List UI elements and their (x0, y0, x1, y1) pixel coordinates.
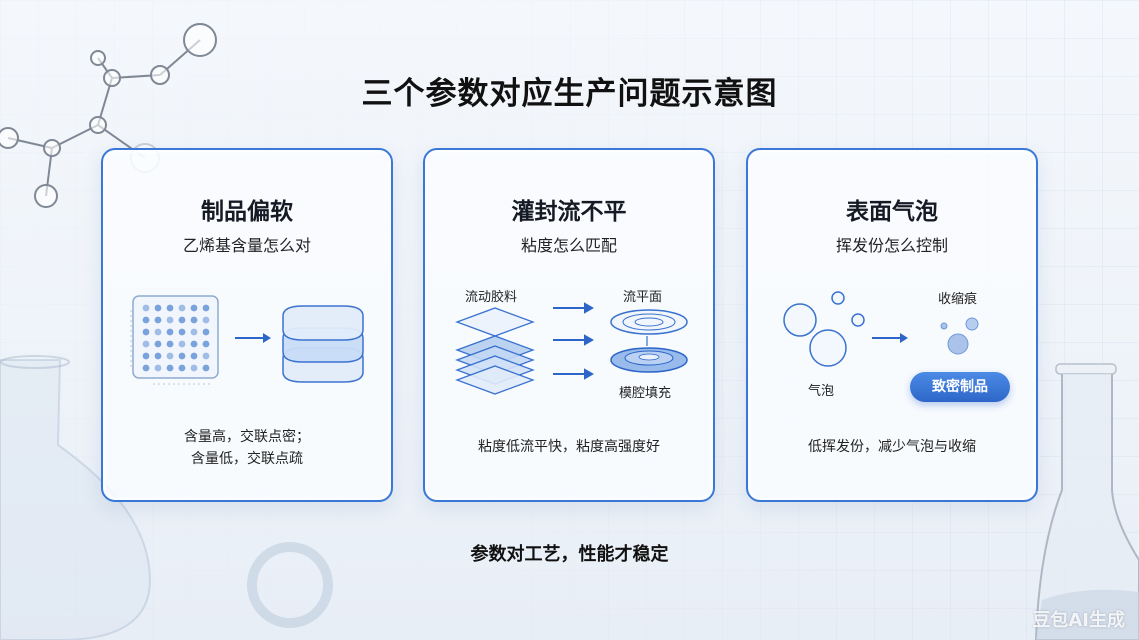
crosslink-diagram (130, 295, 364, 385)
glass-ring-decoration (247, 542, 333, 628)
card-description: 粘度低流平快，粘度高强度好 (425, 436, 713, 458)
watermark: 豆包AI生成 (1032, 610, 1125, 631)
stacked-layers-icon (455, 307, 535, 395)
shrink-bubbles-icon (940, 317, 979, 355)
crosslink-dot (154, 340, 162, 348)
card-subtitle: 乙烯基含量怎么对 (182, 236, 311, 255)
crosslink-dot (154, 304, 162, 312)
crosslink-dot (154, 364, 162, 372)
crosslink-dot (202, 364, 210, 372)
crosslink-dot (178, 328, 186, 336)
flask-decoration-left (0, 355, 152, 640)
crosslink-dot (166, 352, 174, 360)
layered-cushion-icon (282, 305, 364, 383)
crosslink-dot (166, 316, 174, 324)
description-line: 含量高，交联点密； (184, 429, 310, 445)
crosslink-dot (166, 364, 174, 372)
crosslink-dot (178, 340, 186, 348)
crosslink-dot (142, 364, 150, 372)
crosslink-dot (202, 304, 210, 312)
crosslink-dot (178, 364, 186, 372)
crosslink-dot (154, 328, 162, 336)
crosslink-dot (142, 316, 150, 324)
crosslink-dot (190, 352, 198, 360)
card-subtitle: 挥发份怎么控制 (835, 236, 948, 255)
card-uneven-potting: 灌封流不平 粘度怎么匹配 流动胶料 流平面 模腔填充 粘度低流平快，粘度 (423, 148, 715, 502)
description-line: 粘度低流平快，粘度高强度好 (478, 439, 660, 455)
crosslink-dot (190, 340, 198, 348)
card-description: 含量高，交联点密； 含量低，交联点疏 (103, 426, 391, 470)
molecule-decoration (0, 23, 217, 208)
card-soft-product: 制品偏软 乙烯基含量怎么对 含量高，交联点密； 含量低，交联点疏 (101, 148, 393, 502)
label-level-surface: 流平面 (623, 290, 663, 305)
crosslink-dot (142, 304, 150, 312)
crosslink-dot (202, 328, 210, 336)
card-title: 灌封流不平 (511, 199, 627, 225)
crosslink-dot (166, 340, 174, 348)
card-description: 低挥发份，减少气泡与收缩 (748, 436, 1036, 458)
card-surface-bubbles: 表面气泡 挥发份怎么控制 收缩痕 气泡 致密制品 低挥发份，减少气泡与收缩 (746, 148, 1038, 502)
cavity-fill-icon (610, 347, 688, 373)
footer-summary: 参数对工艺，性能才稳定 (470, 544, 669, 565)
crosslink-dot (142, 352, 150, 360)
flow-arrows (553, 302, 595, 380)
crosslink-dot (190, 304, 198, 312)
crosslink-dot (190, 328, 198, 336)
label-flowing-compound: 流动胶料 (465, 290, 518, 305)
crosslink-dot (202, 352, 210, 360)
crosslink-dot (202, 340, 210, 348)
crosslink-dot (154, 352, 162, 360)
arrow-head (900, 333, 908, 343)
label-shrink-mark: 收缩痕 (938, 292, 978, 307)
card-title: 表面气泡 (846, 199, 938, 225)
crosslink-dot (142, 328, 150, 336)
page-title: 三个参数对应生产问题示意图 (361, 76, 778, 112)
bubbles-icon (783, 291, 865, 367)
crosslink-dot (178, 352, 186, 360)
description-line: 低挥发份，减少气泡与收缩 (808, 439, 976, 455)
crosslink-dot (202, 316, 210, 324)
level-surface-icon (610, 309, 688, 335)
flow-diagram (455, 302, 688, 395)
label-cavity-fill: 模腔填充 (619, 386, 672, 401)
crosslink-dot (142, 340, 150, 348)
crosslink-dot (178, 316, 186, 324)
card-title: 制品偏软 (201, 199, 293, 225)
crosslink-dot (154, 316, 162, 324)
crosslink-dot-grid (142, 304, 210, 372)
crosslink-dot (190, 364, 198, 372)
label-bubbles: 气泡 (808, 384, 835, 399)
crosslink-dot (190, 316, 198, 324)
bubble-diagram (783, 291, 979, 367)
description-line: 含量低，交联点疏 (191, 451, 303, 467)
crosslink-dot (178, 304, 186, 312)
flask-decoration-right (1034, 363, 1139, 640)
arrow-head (263, 333, 271, 343)
crosslink-dot (166, 328, 174, 336)
dense-product-badge: 致密制品 (910, 372, 1010, 402)
crosslink-dot (166, 304, 174, 312)
card-subtitle: 粘度怎么匹配 (520, 236, 617, 255)
